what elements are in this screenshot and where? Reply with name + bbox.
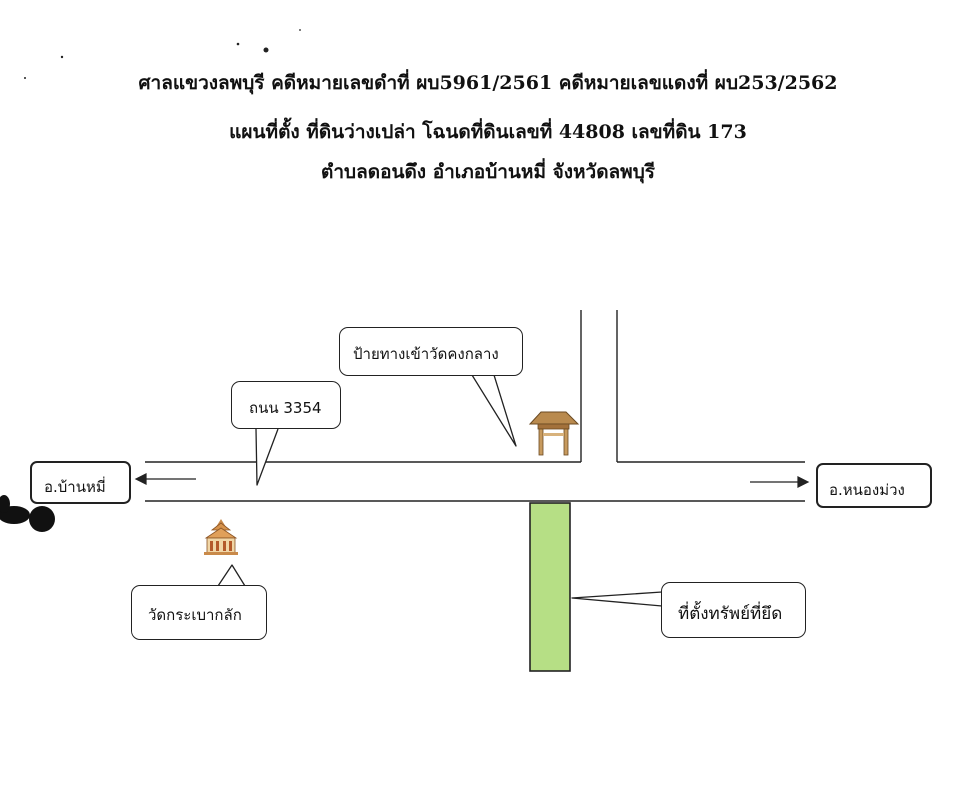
- left-destination-label: อ.บ้านหมี่: [44, 478, 106, 496]
- property-parcel: [529, 502, 571, 672]
- callout-tails: [217, 374, 663, 607]
- property-label: ที่ตั้งทรัพย์ที่ยึด: [678, 604, 783, 624]
- property-callout: ที่ตั้งทรัพย์ที่ยึด: [661, 582, 806, 638]
- road-name-label: ถนน 3354: [249, 399, 322, 417]
- temple-gate-icon: [528, 411, 580, 456]
- title-line-1: ศาลแขวงลพบุรี คดีหมายเลขดำที่ ผบ5961/256…: [138, 72, 838, 94]
- right-destination-label: อ.หนองม่วง: [829, 481, 905, 499]
- scan-specks: [24, 29, 301, 79]
- title-line-3: ตำบลดอนดึง อำเภอบ้านหมี่ จังหวัดลพบุรี: [321, 161, 655, 183]
- main-road: [145, 461, 805, 502]
- arrow-right-icon: [750, 476, 810, 488]
- title-line-2: แผนที่ตั้ง ที่ดินว่างเปล่า โฉนดที่ดินเลข…: [229, 121, 747, 143]
- road-name-callout: ถนน 3354: [231, 381, 341, 429]
- temple-label: วัดกระเบากลัก: [148, 606, 242, 624]
- side-road: [580, 310, 618, 462]
- gate-sign-callout: ป้ายทางเข้าวัดคงกลาง: [339, 327, 523, 376]
- temple-icon: [204, 519, 238, 555]
- gate-sign-label: ป้ายทางเข้าวัดคงกลาง: [353, 345, 499, 363]
- right-destination-box: อ.หนองม่วง: [816, 463, 932, 508]
- temple-callout: วัดกระเบากลัก: [131, 585, 267, 640]
- ink-blot: [0, 495, 55, 532]
- arrow-left-icon: [134, 473, 196, 485]
- left-destination-box: อ.บ้านหมี่: [30, 461, 131, 504]
